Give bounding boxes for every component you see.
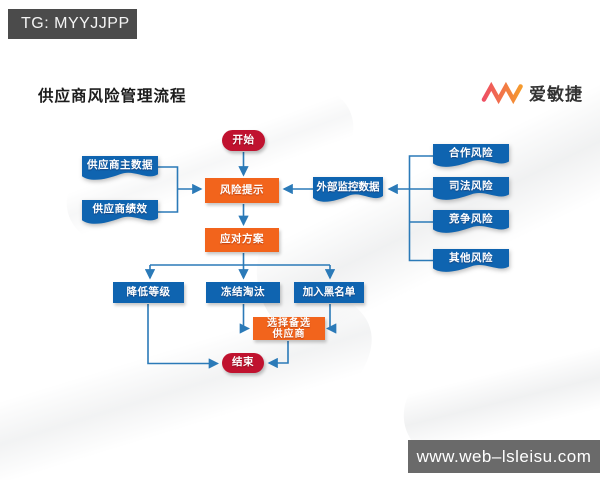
document-shape-icon bbox=[433, 210, 509, 233]
node-label: 冻结淘汰 bbox=[221, 285, 265, 298]
node-label: 开始 bbox=[232, 133, 255, 146]
node-label: 司法风险 bbox=[449, 179, 493, 192]
node-add-to-blacklist: 加入黑名单 bbox=[294, 282, 364, 303]
node-label: 其他风险 bbox=[449, 251, 493, 264]
background-swoosh bbox=[0, 236, 398, 480]
node-label: 结束 bbox=[232, 356, 254, 369]
node-end: 结束 bbox=[222, 353, 264, 373]
node-label: 加入黑名单 bbox=[302, 285, 356, 298]
node-label: 风险提示 bbox=[220, 183, 264, 196]
brand-name: 爱敏捷 bbox=[529, 85, 583, 104]
document-shape-icon bbox=[82, 156, 158, 180]
zigzag-logo-icon bbox=[481, 81, 523, 104]
site-watermark-text: www.web–lsleisu.com bbox=[416, 446, 592, 466]
node-start: 开始 bbox=[222, 130, 265, 151]
document-shape-icon bbox=[433, 249, 509, 272]
node-external-monitoring-data: 外部监控数据 bbox=[313, 177, 383, 203]
tg-watermark-text: TG: MYYJJPP bbox=[21, 15, 130, 32]
document-shape-icon bbox=[433, 177, 509, 200]
page-title: 供应商风险管理流程 bbox=[38, 88, 187, 105]
node-select-alternative-supplier: 选择备选 供应商 bbox=[253, 317, 325, 340]
node-label: 竞争风险 bbox=[449, 212, 493, 225]
node-risk-alert: 风险提示 bbox=[205, 178, 279, 203]
node-label: 供应商绩效 bbox=[92, 203, 148, 216]
node-downgrade: 降低等级 bbox=[113, 282, 184, 303]
node-supplier-master-data: 供应商主数据 bbox=[82, 156, 158, 181]
node-freeze-eliminate: 冻结淘汰 bbox=[206, 282, 280, 303]
document-shape-icon bbox=[433, 144, 509, 167]
node-other-risk: 其他风险 bbox=[433, 249, 509, 273]
site-watermark-bar: www.web–lsleisu.com bbox=[408, 440, 600, 473]
node-label: 应对方案 bbox=[220, 233, 264, 246]
node-judicial-risk: 司法风险 bbox=[433, 177, 509, 201]
node-competition-risk: 竞争风险 bbox=[433, 210, 509, 234]
node-supplier-performance: 供应商绩效 bbox=[82, 200, 158, 225]
node-label: 供应商主数据 bbox=[87, 159, 153, 172]
node-label: 合作风险 bbox=[449, 146, 493, 159]
document-shape-icon bbox=[82, 200, 158, 224]
brand-logo: 爱敏捷 bbox=[481, 80, 583, 105]
node-label-line2: 供应商 bbox=[272, 328, 306, 340]
node-label: 降低等级 bbox=[126, 285, 171, 298]
node-label: 外部监控数据 bbox=[316, 180, 380, 193]
document-shape-icon bbox=[313, 177, 383, 202]
node-label-line1: 选择备选 bbox=[267, 317, 311, 329]
node-cooperation-risk: 合作风险 bbox=[433, 144, 509, 168]
node-response-plan: 应对方案 bbox=[205, 228, 279, 252]
tg-watermark-badge: TG: MYYJJPP bbox=[8, 9, 137, 39]
background-swoosh bbox=[207, 0, 600, 423]
